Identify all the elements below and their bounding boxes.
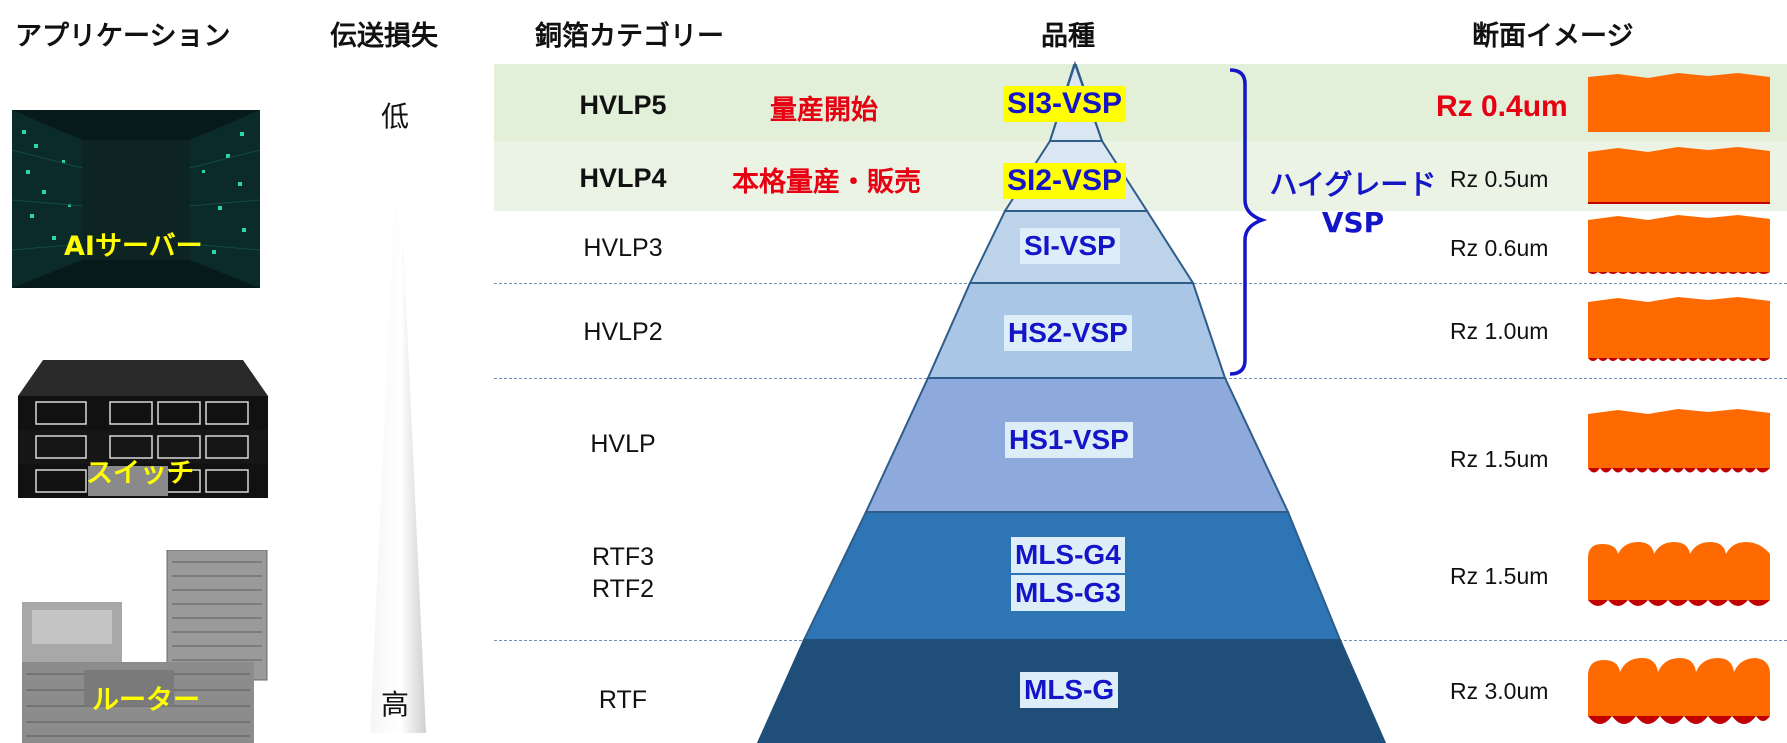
product-mls-g4: MLS-G4 (1011, 537, 1125, 573)
category-hvlp2: HVLP2 (583, 318, 663, 346)
header-copper-foil-category: 銅箔カテゴリー (535, 21, 724, 52)
header-cross-section: 断面イメージ (1472, 21, 1634, 52)
category-hvlp: HVLP (590, 430, 656, 458)
cross-section-hs2 (1588, 297, 1770, 361)
category-hvlp4: HVLP4 (579, 163, 667, 193)
application-label-switch: スイッチ (86, 458, 194, 489)
product-si3-vsp: SI3-VSP (1003, 86, 1127, 122)
product-si2-vsp: SI2-VSP (1003, 163, 1127, 199)
roughness-hs2: Rz 1.0um (1450, 318, 1549, 344)
roughness-si3: Rz 0.4um (1436, 90, 1568, 123)
application-label-ai-server: AIサーバー (64, 231, 203, 262)
high-grade-brace (1229, 68, 1268, 376)
ai-server-photo (12, 110, 260, 288)
category-rtf: RTF (598, 686, 648, 714)
cross-section-mls-g4-g3 (1588, 542, 1770, 606)
high-grade-line1: ハイグレード (1269, 168, 1437, 201)
product-hs1-vsp: HS1-VSP (1005, 422, 1133, 458)
product-mls-g3: MLS-G3 (1011, 575, 1125, 611)
roughness-hs1: Rz 1.5um (1450, 446, 1549, 472)
roughness-mls-g4-g3: Rz 1.5um (1450, 563, 1549, 589)
application-label-router: ルーター (92, 685, 200, 716)
loss-high-label: 高 (381, 688, 410, 721)
category-rtf2: RTF2 (591, 575, 655, 603)
high-grade-vsp-label: ハイグレード VSP (1268, 166, 1438, 242)
cross-section-hs1 (1588, 409, 1770, 473)
roughness-si2: Rz 0.5um (1450, 166, 1549, 192)
router-photo (22, 550, 268, 743)
product-mls-g: MLS-G (1020, 672, 1119, 708)
cross-section-si (1588, 215, 1770, 274)
loss-low-label: 低 (381, 100, 410, 133)
product-hs2-vsp: HS2-VSP (1004, 315, 1132, 351)
roughness-mls-g: Rz 3.0um (1450, 678, 1549, 704)
highlight-band-hvlp5 (494, 64, 1787, 141)
product-si-vsp: SI-VSP (1020, 228, 1120, 264)
network-switch-photo (18, 360, 268, 498)
header-product: 品種 (1041, 21, 1095, 52)
header-application: アプリケーション (15, 21, 231, 52)
status-full-mass-production: 本格量産・販売 (732, 167, 921, 198)
high-grade-line2: VSP (1321, 206, 1385, 239)
roughness-si: Rz 0.6um (1450, 235, 1549, 261)
category-hvlp3: HVLP3 (583, 234, 663, 262)
header-transmission-loss: 伝送損失 (330, 21, 438, 52)
transmission-loss-wedge (370, 130, 426, 733)
category-rtf3: RTF3 (591, 543, 655, 571)
cross-section-si2 (1588, 147, 1770, 204)
category-hvlp5: HVLP5 (579, 90, 667, 120)
status-mass-production-start: 量産開始 (770, 95, 878, 126)
cross-section-si3 (1588, 73, 1770, 132)
cross-section-mls-g (1588, 658, 1770, 724)
